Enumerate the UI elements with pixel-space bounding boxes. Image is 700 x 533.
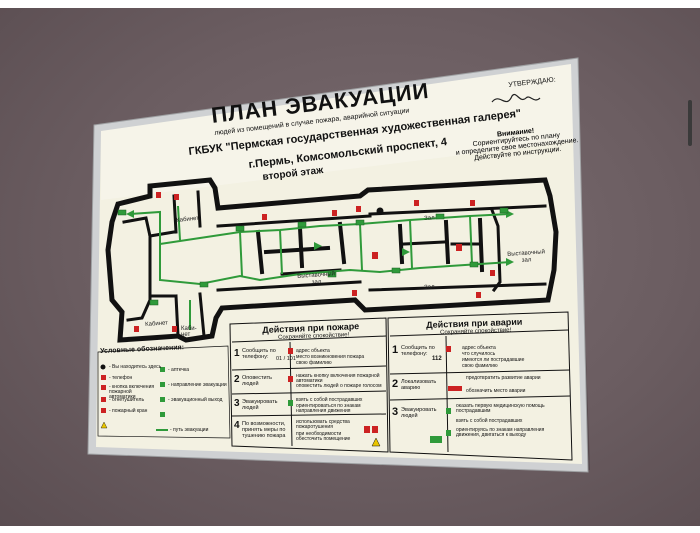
route-arrows xyxy=(126,210,514,266)
legend-item: - путь эвакуации xyxy=(170,427,209,433)
fire-step-detail: ориентироваться по знакам направления дв… xyxy=(296,403,361,414)
room-label: Каби-нет xyxy=(181,326,197,338)
accident-step-detail: имеются ли пострадавшие xyxy=(462,357,525,363)
fire-equipment-markers xyxy=(134,192,495,332)
accident-step-phone: 112 xyxy=(432,356,442,362)
legend-item: - пожарный кран xyxy=(109,408,148,414)
evacuation-routes xyxy=(129,205,511,330)
accident-step-detail: ориентируясь по знакам направления движе… xyxy=(456,427,545,438)
fire-step-detail: свою фамилию xyxy=(296,360,332,366)
fire-step-text: Сообщить по телефону: xyxy=(242,348,276,360)
accident-step-detail: адрес объекта xyxy=(462,345,496,351)
route-main xyxy=(129,210,511,286)
floor-plan xyxy=(105,177,559,343)
accident-step-detail: предотвратить развитие аварии xyxy=(466,375,541,381)
fire-step-detail: при необходимости обесточить помещение xyxy=(296,431,351,442)
you-are-here-marker xyxy=(376,207,384,215)
legend-item: - телефон xyxy=(109,375,133,381)
exit-signs xyxy=(117,207,509,306)
scrollbar[interactable] xyxy=(688,100,692,146)
legend-item: - аптечка xyxy=(168,367,190,373)
fire-step-detail: взять с собой пострадавших xyxy=(296,397,363,403)
fire-step-detail: оповестить людей о пожаре голосом xyxy=(296,383,382,389)
fire-step-number: 1 xyxy=(234,348,240,359)
room-label: Выставочный зал xyxy=(507,249,546,264)
accident-step-detail: взять с собой пострадавших xyxy=(456,418,523,424)
legend-item: - эвакуационный выход xyxy=(168,397,223,403)
fire-step-number: 4 xyxy=(234,420,240,431)
fire-step-phone: 01 / 101 xyxy=(276,356,296,362)
accident-step-detail: оказать первую медицинскую помощь постра… xyxy=(456,403,545,414)
accident-step-detail: обозначить место аварии xyxy=(466,388,526,394)
legend-box xyxy=(97,345,231,439)
accident-step-text: Сообщить по телефону: xyxy=(401,345,435,357)
fire-step-text: Эвакуировать людей xyxy=(242,399,278,411)
fire-step-detail: адрес объекта xyxy=(296,348,330,354)
fire-actions-box xyxy=(229,317,389,453)
fire-step-detail: место возникновения пожара xyxy=(296,354,365,360)
accident-actions-box xyxy=(387,311,573,461)
legend-item: - кнопка включения пожарной автоматики xyxy=(109,384,155,400)
fire-step-number: 3 xyxy=(234,398,240,409)
legend-item: - Вы находитесь здесь xyxy=(109,364,162,370)
accident-step-number: 2 xyxy=(392,378,399,390)
fire-step-text: Оповестить людей xyxy=(242,375,272,387)
legend-item: - огнетушитель xyxy=(109,397,145,403)
accident-step-text: Эвакуировать людей xyxy=(401,407,437,419)
accident-step-number: 1 xyxy=(392,344,399,356)
accident-step-detail: свою фамилию xyxy=(462,363,498,369)
fire-step-detail: использовать средства пожаротушения xyxy=(296,419,350,430)
room-label: Выставочный зал xyxy=(297,271,336,286)
accident-step-text: Локализовать аварию xyxy=(401,379,437,391)
room-label: Зал xyxy=(424,215,435,222)
fire-step-number: 2 xyxy=(234,374,240,385)
legend-symbols xyxy=(100,364,168,431)
accident-step-detail: что случилось xyxy=(462,351,496,357)
fire-step-detail: нажать кнопку включения пожарной автомат… xyxy=(296,373,380,384)
fire-step-text: По возможности, принять меры по тушению … xyxy=(242,421,286,439)
accident-step-number: 3 xyxy=(392,406,399,418)
room-label: Зал xyxy=(424,284,435,291)
plan-outer-wall xyxy=(105,177,559,343)
legend-item: - направление эвакуации xyxy=(168,382,227,388)
signature xyxy=(491,94,541,103)
step-icons xyxy=(288,346,462,447)
